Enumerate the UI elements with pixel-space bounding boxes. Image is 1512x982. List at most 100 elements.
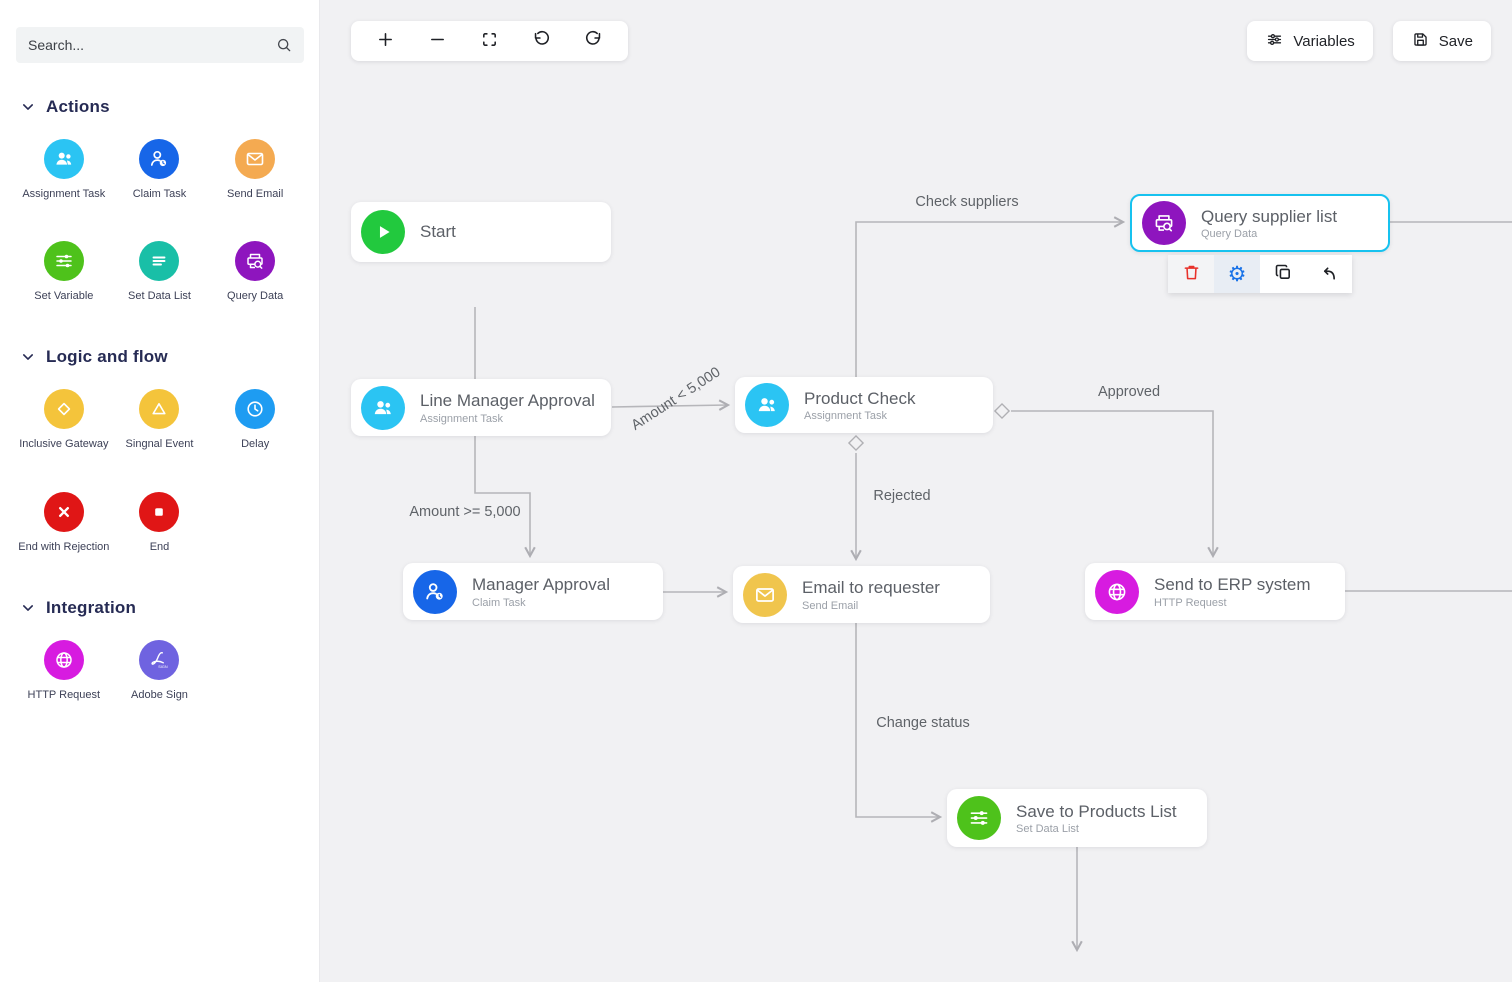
gear-icon: ⚙ xyxy=(1228,264,1247,285)
palette-item-inclusive-gateway[interactable]: Inclusive Gateway xyxy=(16,389,112,451)
edge-label-rejected: Rejected xyxy=(873,488,930,504)
section-header-actions[interactable]: Actions xyxy=(18,97,303,117)
palette-item-send-email[interactable]: Send Email xyxy=(207,139,303,201)
trash-icon xyxy=(1181,262,1202,286)
zoom-in-button[interactable] xyxy=(368,24,402,58)
duplicate-node-button[interactable] xyxy=(1260,255,1306,293)
flow-canvas[interactable]: Check suppliers Amount < 5,000 Amount >=… xyxy=(320,0,1512,982)
node-line-manager-approval[interactable]: Line Manager Approval Assignment Task xyxy=(351,379,611,436)
edge-product-check-to-query xyxy=(856,222,1123,377)
palette-item-label: Inclusive Gateway xyxy=(19,438,108,451)
clock-icon xyxy=(235,389,275,429)
node-settings-button[interactable]: ⚙ xyxy=(1214,255,1260,293)
palette-integration: HTTP Request SIGN Adobe Sign xyxy=(16,640,303,702)
undo-icon xyxy=(531,29,552,53)
palette-item-label: End with Rejection xyxy=(18,541,109,554)
palette-item-adobe-sign[interactable]: SIGN Adobe Sign xyxy=(112,640,208,702)
node-query-supplier-list[interactable]: Query supplier list Query Data xyxy=(1130,194,1390,252)
section-header-logic[interactable]: Logic and flow xyxy=(18,347,303,367)
save-button[interactable]: Save xyxy=(1393,21,1491,61)
node-manager-approval[interactable]: Manager Approval Claim Task xyxy=(403,563,663,620)
envelope-icon xyxy=(235,139,275,179)
edge-approved xyxy=(1011,411,1213,556)
stop-square-icon xyxy=(139,492,179,532)
redo-button[interactable] xyxy=(577,24,611,58)
people-icon xyxy=(361,386,405,430)
globe-icon xyxy=(1095,570,1139,614)
section-header-integration[interactable]: Integration xyxy=(18,598,303,618)
variables-sliders-icon xyxy=(1265,30,1284,53)
node-product-check[interactable]: Product Check Assignment Task xyxy=(735,377,993,433)
search-icon xyxy=(274,35,294,55)
palette-item-query-data[interactable]: Query Data xyxy=(207,241,303,303)
palette-item-label: Set Data List xyxy=(128,290,191,303)
palette-item-signal-event[interactable]: Singnal Event xyxy=(112,389,208,451)
people-icon xyxy=(44,139,84,179)
section-title: Integration xyxy=(46,598,136,618)
variables-button-label: Variables xyxy=(1293,33,1354,50)
palette-item-end[interactable]: End xyxy=(112,492,208,554)
palette-item-set-variable[interactable]: Set Variable xyxy=(16,241,112,303)
branch-icon xyxy=(1319,262,1340,286)
palette-item-label: Set Variable xyxy=(34,290,93,303)
search-box[interactable] xyxy=(16,27,304,63)
branch-node-button[interactable] xyxy=(1306,255,1352,293)
palette-sidebar: Actions Assignment Task Claim Task Send … xyxy=(0,0,320,982)
node-subtitle: Claim Task xyxy=(472,597,610,609)
edge-label-amount-gte: Amount >= 5,000 xyxy=(409,504,520,520)
zoom-out-button[interactable] xyxy=(420,24,454,58)
variables-button[interactable]: Variables xyxy=(1247,21,1372,61)
edge-connector-diamond xyxy=(995,404,1009,418)
node-subtitle: HTTP Request xyxy=(1154,597,1311,609)
plus-icon xyxy=(375,29,396,53)
fit-view-icon xyxy=(479,29,500,53)
section-title: Logic and flow xyxy=(46,347,168,367)
palette-item-delay[interactable]: Delay xyxy=(207,389,303,451)
palette-item-claim-task[interactable]: Claim Task xyxy=(112,139,208,201)
play-icon xyxy=(361,210,405,254)
section-title: Actions xyxy=(46,97,110,117)
palette-item-set-data-list[interactable]: Set Data List xyxy=(112,241,208,303)
palette-item-label: Singnal Event xyxy=(126,438,194,451)
svg-text:SIGN: SIGN xyxy=(159,665,169,669)
node-email-to-requester[interactable]: Email to requester Send Email xyxy=(733,566,990,623)
palette-item-label: Claim Task xyxy=(133,188,187,201)
node-title: Start xyxy=(420,221,456,242)
envelope-icon xyxy=(743,573,787,617)
chevron-down-icon xyxy=(18,347,38,367)
palette-logic: Inclusive Gateway Singnal Event Delay En… xyxy=(16,389,303,553)
person-clock-icon xyxy=(413,570,457,614)
search-input[interactable] xyxy=(28,37,274,53)
palette-actions: Assignment Task Claim Task Send Email Se… xyxy=(16,139,303,303)
printer-search-icon xyxy=(1142,201,1186,245)
palette-item-label: Adobe Sign xyxy=(131,689,188,702)
palette-item-end-with-rejection[interactable]: End with Rejection xyxy=(16,492,112,554)
node-save-to-products-list[interactable]: Save to Products List Set Data List xyxy=(947,789,1207,847)
printer-search-icon xyxy=(235,241,275,281)
node-subtitle: Set Data List xyxy=(1016,823,1177,835)
sliders-icon xyxy=(44,241,84,281)
globe-icon xyxy=(44,640,84,680)
cross-icon xyxy=(44,492,84,532)
node-start[interactable]: Start xyxy=(351,202,611,262)
save-button-label: Save xyxy=(1439,33,1473,50)
palette-item-assignment-task[interactable]: Assignment Task xyxy=(16,139,112,201)
node-send-to-erp[interactable]: Send to ERP system HTTP Request xyxy=(1085,563,1345,620)
undo-button[interactable] xyxy=(525,24,559,58)
people-icon xyxy=(745,383,789,427)
selected-node-toolbar: ⚙ xyxy=(1168,255,1352,293)
redo-icon xyxy=(583,29,604,53)
node-title: Send to ERP system xyxy=(1154,574,1311,595)
edge-connector-diamond xyxy=(849,436,863,450)
sliders-icon xyxy=(957,796,1001,840)
palette-item-http-request[interactable]: HTTP Request xyxy=(16,640,112,702)
node-title: Line Manager Approval xyxy=(420,390,595,411)
node-subtitle: Send Email xyxy=(802,600,940,612)
palette-item-label: Query Data xyxy=(227,290,283,303)
diamond-icon xyxy=(44,389,84,429)
fit-view-button[interactable] xyxy=(472,24,506,58)
delete-node-button[interactable] xyxy=(1168,255,1214,293)
edge-label-change-status: Change status xyxy=(876,715,970,731)
palette-item-label: End xyxy=(150,541,170,554)
